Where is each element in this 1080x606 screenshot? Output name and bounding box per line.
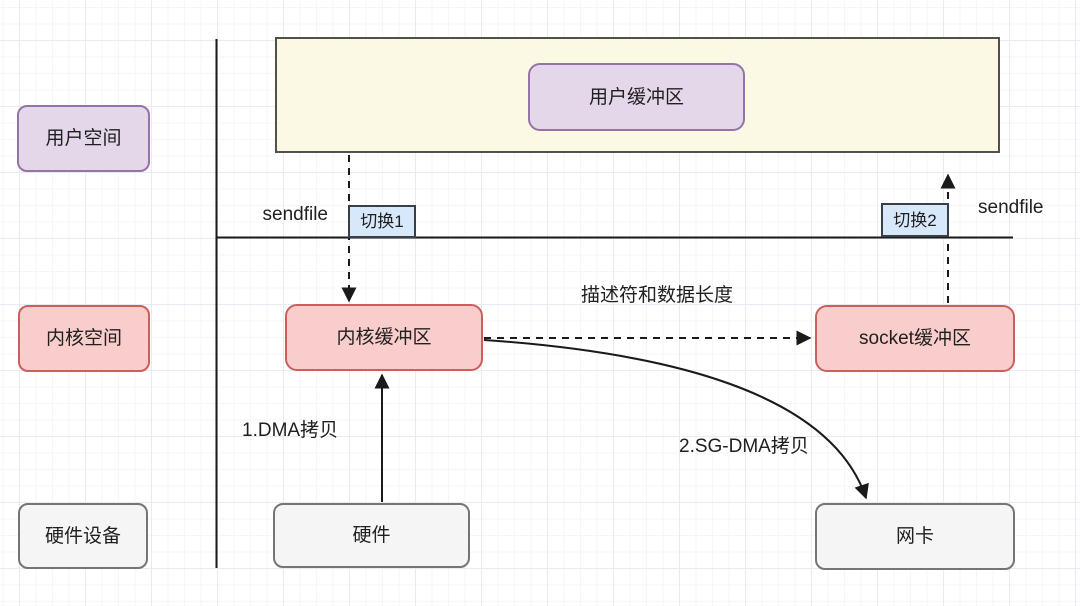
lane-user-space: 用户空间 [17, 105, 150, 172]
nic-node-label: 网卡 [895, 526, 934, 547]
context-switch2-label: 切换2 [893, 210, 937, 230]
lane-hardware-devices-label: 硬件设备 [44, 525, 121, 547]
sg-dma-copy-arrow [483, 339, 869, 500]
context-switch1-label: 切换1 [360, 212, 404, 231]
descriptor-length-label: 描述符和数据长度 [580, 285, 733, 306]
lane-kernel-space: 内核空间 [18, 305, 150, 372]
sg-dma-copy-label: 2.SG-DMA拷贝 [679, 436, 809, 457]
context-switch1-chip: 切换1 [348, 205, 416, 238]
nic-node: 网卡 [815, 503, 1015, 570]
sendfile-call-label: sendfile [262, 204, 329, 225]
lane-kernel-space-label: 内核空间 [45, 328, 122, 349]
kernel-buffer-node: 内核缓冲区 [285, 304, 483, 371]
hardware-node: 硬件 [273, 503, 470, 568]
socket-buffer-label: socket缓冲区 [859, 328, 971, 349]
user-buffer-label: 用户缓冲区 [588, 86, 684, 108]
context-switch2-chip: 切换2 [881, 203, 949, 237]
user-buffer-node: 用户缓冲区 [528, 63, 745, 131]
lane-hardware-devices: 硬件设备 [18, 503, 148, 569]
socket-buffer-node: socket缓冲区 [815, 305, 1015, 372]
hardware-node-label: 硬件 [352, 525, 391, 546]
sendfile-return-label: sendfile [978, 197, 1044, 218]
dma-copy-label: 1.DMA拷贝 [242, 420, 339, 441]
kernel-buffer-label: 内核缓冲区 [336, 327, 432, 348]
lane-user-space-label: 用户空间 [45, 128, 122, 149]
